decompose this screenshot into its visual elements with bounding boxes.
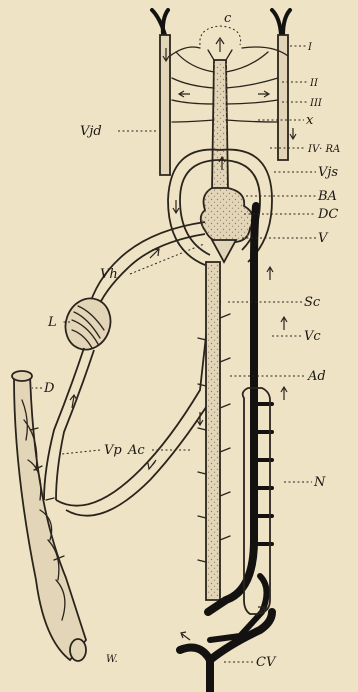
label-Vjs: Vjs <box>318 165 338 180</box>
label-D: D <box>43 381 55 396</box>
dorsal-aorta-stipple <box>207 264 219 598</box>
label-x: x <box>306 113 314 128</box>
label-III: III <box>309 98 323 109</box>
caudal-vein <box>180 648 210 692</box>
label-Vjd: Vjd <box>80 124 102 139</box>
jugular-arrow-right <box>290 128 296 139</box>
label-Ac: Ac <box>127 443 145 458</box>
right-cranial-tip-inner <box>283 10 290 35</box>
label-L: L <box>47 315 57 330</box>
portal-vein-left <box>44 348 84 500</box>
cv-arrow-left <box>181 632 190 640</box>
n-arrow <box>281 387 287 400</box>
ventricle <box>212 240 236 262</box>
label-V: V <box>318 231 329 246</box>
label-IV-RA: IV· RA <box>307 144 340 155</box>
right-cranial-tip <box>272 10 281 35</box>
label-Vh: Vh <box>100 267 118 282</box>
label-c: c <box>224 11 232 26</box>
label-DC: DC <box>317 207 338 222</box>
label-Vp: Vp <box>104 443 122 458</box>
gill-arches <box>170 47 288 122</box>
label-BA: BA <box>317 189 337 204</box>
label-Ad: Ad <box>307 369 326 384</box>
aorta-stipple <box>213 62 227 188</box>
label-W: W. <box>106 654 118 665</box>
vc-arrow-upper <box>267 267 273 280</box>
leader-lines <box>32 46 316 662</box>
c-arrow <box>216 38 224 52</box>
label-II: II <box>309 78 319 89</box>
label-I: I <box>307 42 313 53</box>
vena-jugularis-sinistra <box>278 35 288 160</box>
label-Vc: Vc <box>304 329 321 344</box>
arch-arrow-right <box>258 91 269 97</box>
label-CV: CV <box>256 655 277 670</box>
cuvier-arrow <box>173 200 179 213</box>
label-Sc: Sc <box>304 295 321 310</box>
arch-arrow-left <box>179 91 190 97</box>
intestine <box>12 371 86 661</box>
vc-arrow <box>281 317 287 330</box>
liver <box>58 292 117 356</box>
label-N: N <box>313 475 326 490</box>
heart-stipple <box>201 188 253 242</box>
